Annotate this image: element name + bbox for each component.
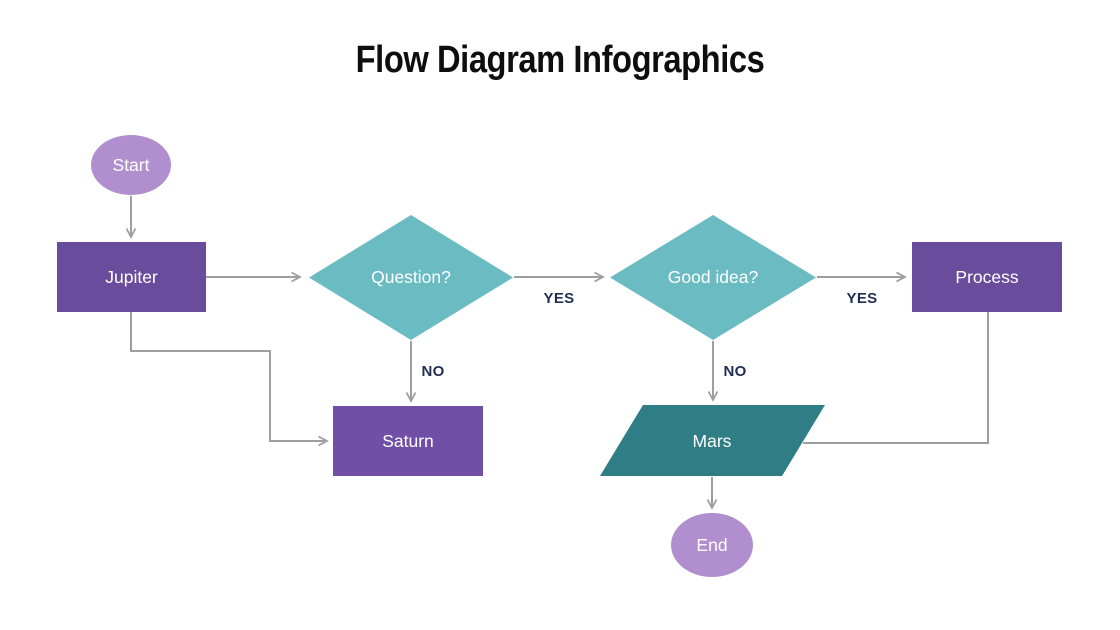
end-label: End: [696, 535, 727, 555]
node-start: Start: [91, 135, 171, 195]
question-label: Question?: [371, 267, 451, 287]
node-process: Process: [912, 242, 1062, 312]
goodidea-label: Good idea?: [668, 267, 759, 287]
node-jupiter: Jupiter: [57, 242, 206, 312]
node-end: End: [671, 513, 753, 577]
node-mars: Mars: [600, 405, 825, 476]
end-terminator-shape: [671, 513, 753, 577]
page-title: Flow Diagram Infographics: [355, 39, 765, 81]
start-terminator-shape: [91, 135, 171, 195]
connector-process-mars: [803, 312, 989, 444]
mars-parallelogram: [600, 405, 825, 476]
goodidea-diamond: [610, 215, 816, 340]
process-rect: [912, 242, 1062, 312]
node-question: Question?: [309, 215, 513, 340]
edge-label-goodidea-no: NO: [723, 363, 746, 380]
connector-jupiter-saturn: [130, 312, 329, 447]
edge-label-question-yes: YES: [544, 290, 575, 307]
saturn-rect: [333, 406, 483, 476]
node-goodidea: Good idea?: [610, 215, 816, 340]
process-label: Process: [955, 267, 1018, 287]
jupiter-label: Jupiter: [105, 267, 158, 287]
node-saturn: Saturn: [333, 406, 483, 476]
edge-label-question-no: NO: [421, 363, 444, 380]
jupiter-rect: [57, 242, 206, 312]
saturn-label: Saturn: [382, 431, 434, 451]
start-label: Start: [113, 155, 150, 175]
edge-label-goodidea-yes: YES: [847, 290, 878, 307]
mars-label: Mars: [693, 431, 732, 451]
question-diamond: [309, 215, 513, 340]
